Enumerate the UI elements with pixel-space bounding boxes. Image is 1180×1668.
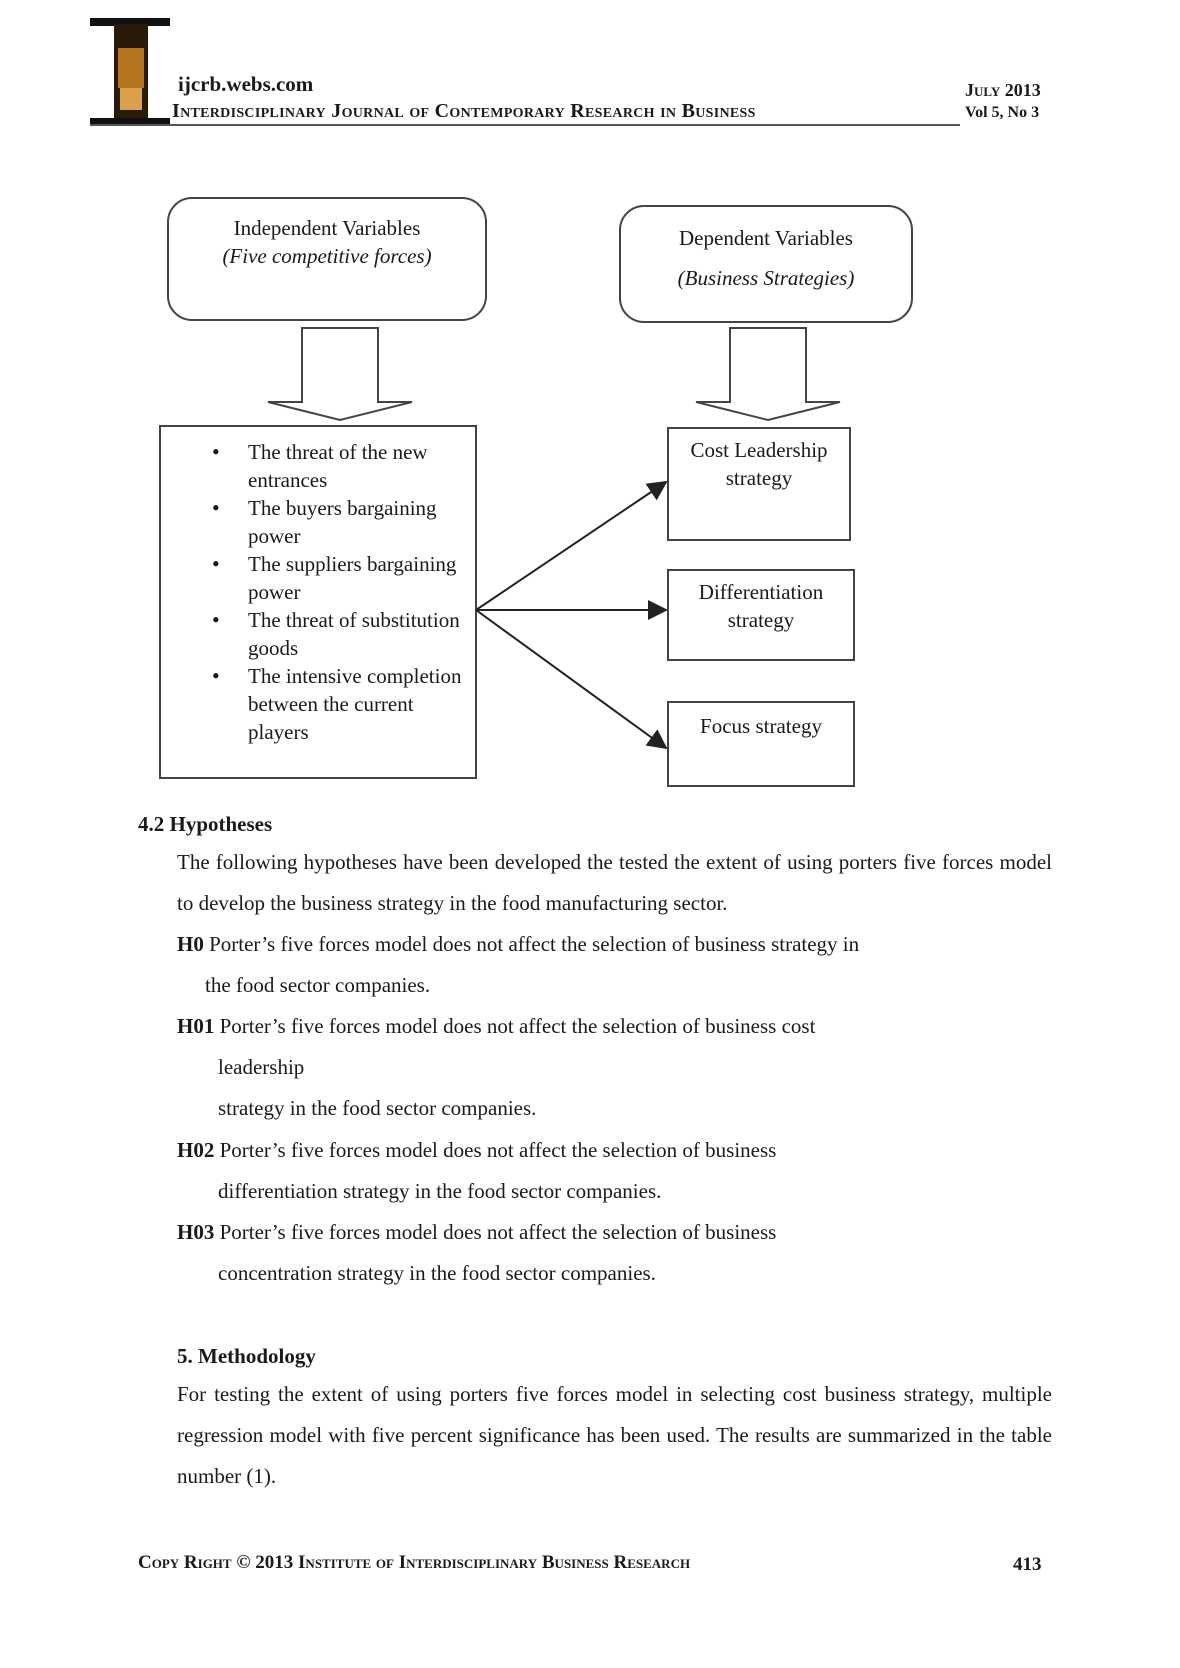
- footer-copyright: Copy Right © 2013 Institute of Interdisc…: [138, 1552, 691, 1573]
- focus-box: [667, 701, 855, 787]
- force-item: The suppliers bargaining power: [200, 550, 475, 606]
- hypothesis-text: Porter’s five forces model does not affe…: [219, 1138, 777, 1162]
- independent-variables-box: [167, 197, 487, 321]
- hypothesis-h01: H01 Porter’s five forces model does not …: [177, 1006, 815, 1047]
- issue-date: July 2013: [965, 80, 1041, 100]
- force-item: The threat of substitution goods: [200, 606, 475, 662]
- force-item: The threat of the new entrances: [200, 438, 475, 494]
- hypothesis-h01-cont1: leadership: [218, 1055, 305, 1079]
- hypothesis-h0: H0 Porter’s five forces model does not a…: [177, 924, 859, 965]
- hypothesis-label: H03: [177, 1220, 215, 1244]
- hypothesis-h0-cont: the food sector companies.: [205, 973, 431, 997]
- independent-title: Independent Variables: [233, 216, 421, 240]
- dependent-subtitle: (Business Strategies): [677, 266, 855, 290]
- hypothesis-label: H0: [177, 932, 204, 956]
- hypotheses-intro: The following hypotheses have been devel…: [177, 850, 1052, 915]
- force-item: The buyers bargaining power: [200, 494, 475, 550]
- hypothesis-h02-cont: differentiation strategy in the food sec…: [218, 1179, 662, 1203]
- independent-subtitle: (Five competitive forces): [222, 244, 432, 268]
- hypothesis-text: Porter’s five forces model does not affe…: [209, 932, 860, 956]
- methodology-heading: 5. Methodology: [177, 1344, 316, 1368]
- forces-list: The threat of the new entrances The buye…: [200, 438, 475, 746]
- hypothesis-h01-cont2: strategy in the food sector companies.: [218, 1096, 537, 1120]
- differentiation-box: [667, 569, 855, 661]
- arrow-to-cost: [475, 480, 668, 611]
- down-block-arrow-left: [267, 327, 413, 422]
- page-number: 413: [1013, 1554, 1042, 1575]
- hypothesis-h03-cont: concentration strategy in the food secto…: [218, 1261, 656, 1285]
- hypothesis-text: Porter’s five forces model does not affe…: [219, 1014, 816, 1038]
- focus-label: Focus strategy: [700, 714, 822, 738]
- methodology-text: For testing the extent of using porters …: [177, 1382, 1052, 1488]
- hypothesis-h03: H03 Porter’s five forces model does not …: [177, 1212, 776, 1253]
- issue-volume: Vol 5, No 3: [965, 104, 1040, 121]
- hypothesis-label: H01: [177, 1014, 215, 1038]
- hypothesis-text: Porter’s five forces model does not affe…: [219, 1220, 777, 1244]
- journal-logo: [90, 18, 170, 126]
- force-item: The intensive completion between the cur…: [200, 662, 475, 746]
- journal-url[interactable]: ijcrb.webs.com: [178, 72, 314, 96]
- cost-leadership-box: [667, 427, 851, 541]
- research-model-diagram: [159, 197, 913, 787]
- hypotheses-heading: 4.2 Hypotheses: [138, 812, 273, 836]
- journal-title: Interdisciplinary Journal of Contemporar…: [172, 100, 756, 122]
- differentiation-label: Differentiation strategy: [698, 580, 824, 632]
- cost-leadership-label: Cost Leadership strategy: [690, 438, 828, 490]
- hypothesis-label: H02: [177, 1138, 215, 1162]
- hypothesis-h02: H02 Porter’s five forces model does not …: [177, 1130, 776, 1171]
- dependent-variables-box: [619, 205, 913, 323]
- down-block-arrow-right: [695, 327, 841, 422]
- dependent-title: Dependent Variables: [679, 226, 853, 250]
- header-divider: [90, 124, 960, 126]
- arrow-to-focus: [475, 609, 668, 750]
